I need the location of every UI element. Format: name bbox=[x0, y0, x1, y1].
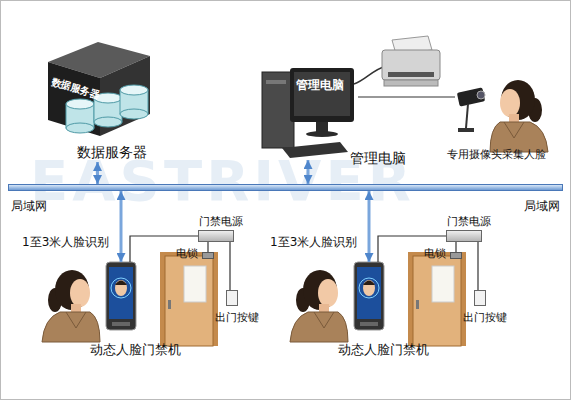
face-terminal-label: 动态人脸门禁机 bbox=[338, 342, 429, 358]
capture-camera: 专用摄像头采集人脸 bbox=[455, 88, 487, 106]
lan-bus-label: 局域网 bbox=[524, 199, 560, 213]
pc-tower bbox=[262, 72, 294, 148]
printer-tray bbox=[384, 80, 438, 86]
disk-cylinder bbox=[66, 99, 94, 133]
terminal-scan-ring bbox=[111, 278, 131, 298]
printer-body bbox=[382, 50, 440, 80]
camera-illustration bbox=[457, 87, 485, 132]
signal-wire bbox=[378, 236, 446, 262]
terminal-face bbox=[363, 280, 375, 296]
door-illustration bbox=[408, 252, 466, 346]
exit-button-label: 出门按键 bbox=[215, 311, 259, 324]
signal-wire bbox=[455, 242, 456, 252]
printer-cable bbox=[354, 66, 386, 84]
signal-wire bbox=[358, 96, 455, 97]
person-coat bbox=[42, 312, 100, 342]
lan-bus: 局域网局域网 bbox=[8, 184, 563, 191]
terminal-screen bbox=[357, 267, 381, 319]
face-terminal-label: 动态人脸门禁机 bbox=[90, 342, 181, 358]
monitor-stand bbox=[316, 122, 328, 132]
door-window bbox=[432, 266, 454, 302]
disk-top bbox=[66, 99, 94, 109]
face-terminal-illustration bbox=[354, 262, 384, 330]
printer-illustration bbox=[382, 36, 440, 86]
monitor-screen bbox=[294, 72, 350, 116]
exit-button: 出门按键 bbox=[474, 290, 486, 306]
person-coat bbox=[490, 122, 548, 152]
management-pc: 管理电脑管理电脑 bbox=[258, 62, 358, 160]
disk-bottom bbox=[94, 117, 122, 127]
printer-slot bbox=[388, 72, 434, 77]
power-supply-box: 门禁电源 bbox=[198, 230, 234, 242]
camera-body bbox=[457, 87, 485, 106]
monitor-base bbox=[306, 131, 338, 137]
door-frame bbox=[160, 252, 218, 346]
disk-cylinder bbox=[120, 85, 148, 119]
terminal-scan-ring bbox=[359, 278, 379, 298]
door-leaf bbox=[413, 256, 461, 346]
electric-lock-label: 电锁 bbox=[424, 247, 446, 260]
data-server: 数据服务器数据服务器 bbox=[45, 40, 150, 162]
person-collar bbox=[314, 312, 334, 328]
power-supply-box-label: 门禁电源 bbox=[199, 215, 243, 228]
disk-top bbox=[120, 85, 148, 95]
data-server-label: 数据服务器 bbox=[50, 76, 101, 101]
camera-lens bbox=[477, 91, 485, 99]
person-figure bbox=[290, 270, 348, 342]
signal-wire bbox=[207, 242, 208, 252]
terminal-body bbox=[354, 262, 384, 330]
face-terminal: 动态人脸门禁机 bbox=[354, 262, 384, 330]
door-frame bbox=[408, 252, 466, 346]
face-terminal: 动态人脸门禁机 bbox=[106, 262, 136, 330]
power-supply-box-label: 门禁电源 bbox=[447, 215, 491, 228]
door-leaf bbox=[165, 256, 213, 346]
electric-lock: 电锁 bbox=[450, 252, 462, 259]
electric-lock-label: 电锁 bbox=[176, 247, 198, 260]
signal-wire bbox=[130, 236, 198, 262]
lan-bus-label: 局域网 bbox=[11, 199, 47, 213]
server-illustration bbox=[48, 42, 150, 136]
range-note: 1至3米人脸识别 bbox=[270, 234, 357, 251]
signal-wire bbox=[477, 242, 478, 290]
data-server-label: 数据服务器 bbox=[77, 144, 147, 161]
disk-bottom bbox=[66, 123, 94, 133]
terminal-strip bbox=[112, 322, 130, 326]
range-note: 1至3米人脸识别 bbox=[22, 234, 109, 251]
capture-camera-label: 专用摄像头采集人脸 bbox=[447, 148, 546, 161]
monitor-frame bbox=[290, 68, 354, 122]
signal-wire bbox=[229, 242, 230, 290]
person-face bbox=[500, 89, 520, 117]
person-collar bbox=[504, 122, 524, 138]
disk-bottom bbox=[120, 109, 148, 119]
terminal-face-hair bbox=[115, 281, 127, 286]
face-terminal-illustration bbox=[106, 262, 136, 330]
door-illustration bbox=[160, 252, 218, 346]
door-handle bbox=[168, 300, 171, 309]
terminal-screen bbox=[109, 267, 133, 319]
camera-base bbox=[458, 128, 474, 132]
terminal-face bbox=[115, 280, 127, 296]
terminal-body bbox=[106, 262, 136, 330]
door-handle bbox=[416, 300, 419, 309]
electric-lock: 电锁 bbox=[202, 252, 214, 259]
person-figure bbox=[42, 270, 100, 342]
person-coat bbox=[290, 312, 348, 342]
management-pc-label: 管理电脑 bbox=[296, 78, 344, 92]
door-window bbox=[184, 266, 206, 302]
exit-button: 出门按键 bbox=[226, 290, 238, 306]
computer-illustration bbox=[262, 66, 386, 158]
person-face bbox=[70, 279, 90, 307]
power-supply-box: 门禁电源 bbox=[446, 230, 482, 242]
terminal-strip bbox=[360, 322, 378, 326]
pc-drive bbox=[266, 80, 286, 84]
person-figure bbox=[490, 80, 548, 152]
exit-button-label: 出门按键 bbox=[463, 311, 507, 324]
person-collar bbox=[66, 312, 86, 328]
camera-stand bbox=[466, 104, 468, 128]
terminal-face-hair bbox=[363, 281, 375, 286]
person-face bbox=[318, 279, 338, 307]
management-pc-label: 管理电脑 bbox=[350, 150, 406, 167]
